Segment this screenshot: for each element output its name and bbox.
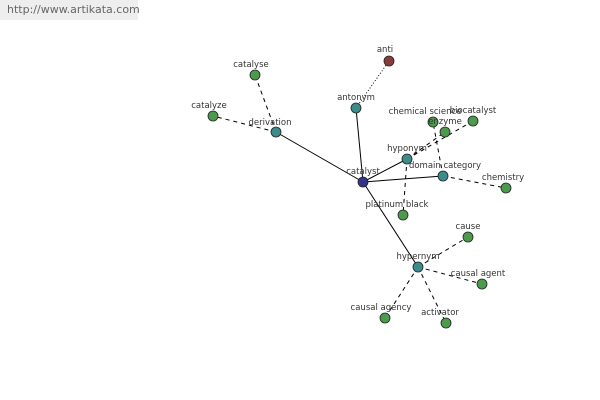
edge-hyponym-platinum-black [402,158,408,216]
edge-catalyst-domain-category [362,175,444,183]
node-label-chemical-science[interactable]: chemical science [389,107,462,117]
node-label-platinum-black[interactable]: platinum black [366,200,429,210]
edge-domain-category-chemical-science [432,121,444,177]
node-catalyst[interactable] [357,176,369,188]
node-activator[interactable] [440,317,452,329]
edge-catalyst-hyponym [362,158,408,183]
node-label-hypernym[interactable]: hypernym [396,252,439,262]
node-label-enzyme[interactable]: enzyme [428,117,462,127]
node-anti[interactable] [383,55,395,67]
node-cause[interactable] [462,231,474,243]
node-label-catalyse[interactable]: catalyse [233,60,268,70]
edge-hypernym-activator [417,266,447,324]
edge-hypernym-causal-agent [417,266,483,285]
edge-antonym-anti [355,60,390,109]
site-url[interactable]: http://www.artikata.com [0,0,140,20]
node-label-derivation[interactable]: derivation [248,118,291,128]
node-hyponym[interactable] [401,153,413,165]
node-hypernym[interactable] [412,261,424,273]
node-label-biocatalyst[interactable]: biocatalyst [450,106,497,116]
node-label-antonym[interactable]: antonym [337,93,375,103]
edge-catalyst-antonym [355,107,364,183]
node-causal-agency[interactable] [379,312,391,324]
edge-derivation-catalyze [212,115,277,133]
node-chemistry[interactable] [500,182,512,194]
edges-layer [212,60,507,324]
node-label-causal-agent[interactable]: causal agent [451,269,506,279]
node-label-chemistry[interactable]: chemistry [482,173,524,183]
node-label-domain-category[interactable]: domain category [409,161,481,171]
node-platinum-black[interactable] [397,209,409,221]
labels-layer: catalyst derivation antonym hyponym domain c… [191,45,524,318]
node-chemical-science[interactable] [427,116,439,128]
node-label-anti[interactable]: anti [377,45,393,55]
node-catalyse[interactable] [249,69,261,81]
edge-domain-category-chemistry [442,175,507,189]
node-label-catalyst[interactable]: catalyst [346,167,380,177]
node-label-catalyze[interactable]: catalyze [191,101,227,111]
node-causal-agent[interactable] [476,278,488,290]
node-label-activator[interactable]: activator [421,308,459,318]
edge-catalyst-hypernym [362,181,419,268]
node-label-cause[interactable]: cause [456,222,481,232]
edge-catalyst-derivation [275,131,364,183]
node-biocatalyst[interactable] [467,115,479,127]
node-label-hyponym[interactable]: hyponym [387,144,427,154]
edge-derivation-catalyse [254,74,277,133]
edge-hypernym-cause [417,236,469,268]
node-catalyze[interactable] [207,110,219,122]
node-enzyme[interactable] [439,126,451,138]
edge-hypernym-causal-agency [384,266,419,319]
node-label-causal-agency[interactable]: causal agency [351,303,412,313]
node-derivation[interactable] [270,126,282,138]
nodes-layer [207,55,512,329]
node-antonym[interactable] [350,102,362,114]
node-domain-category[interactable] [437,170,449,182]
